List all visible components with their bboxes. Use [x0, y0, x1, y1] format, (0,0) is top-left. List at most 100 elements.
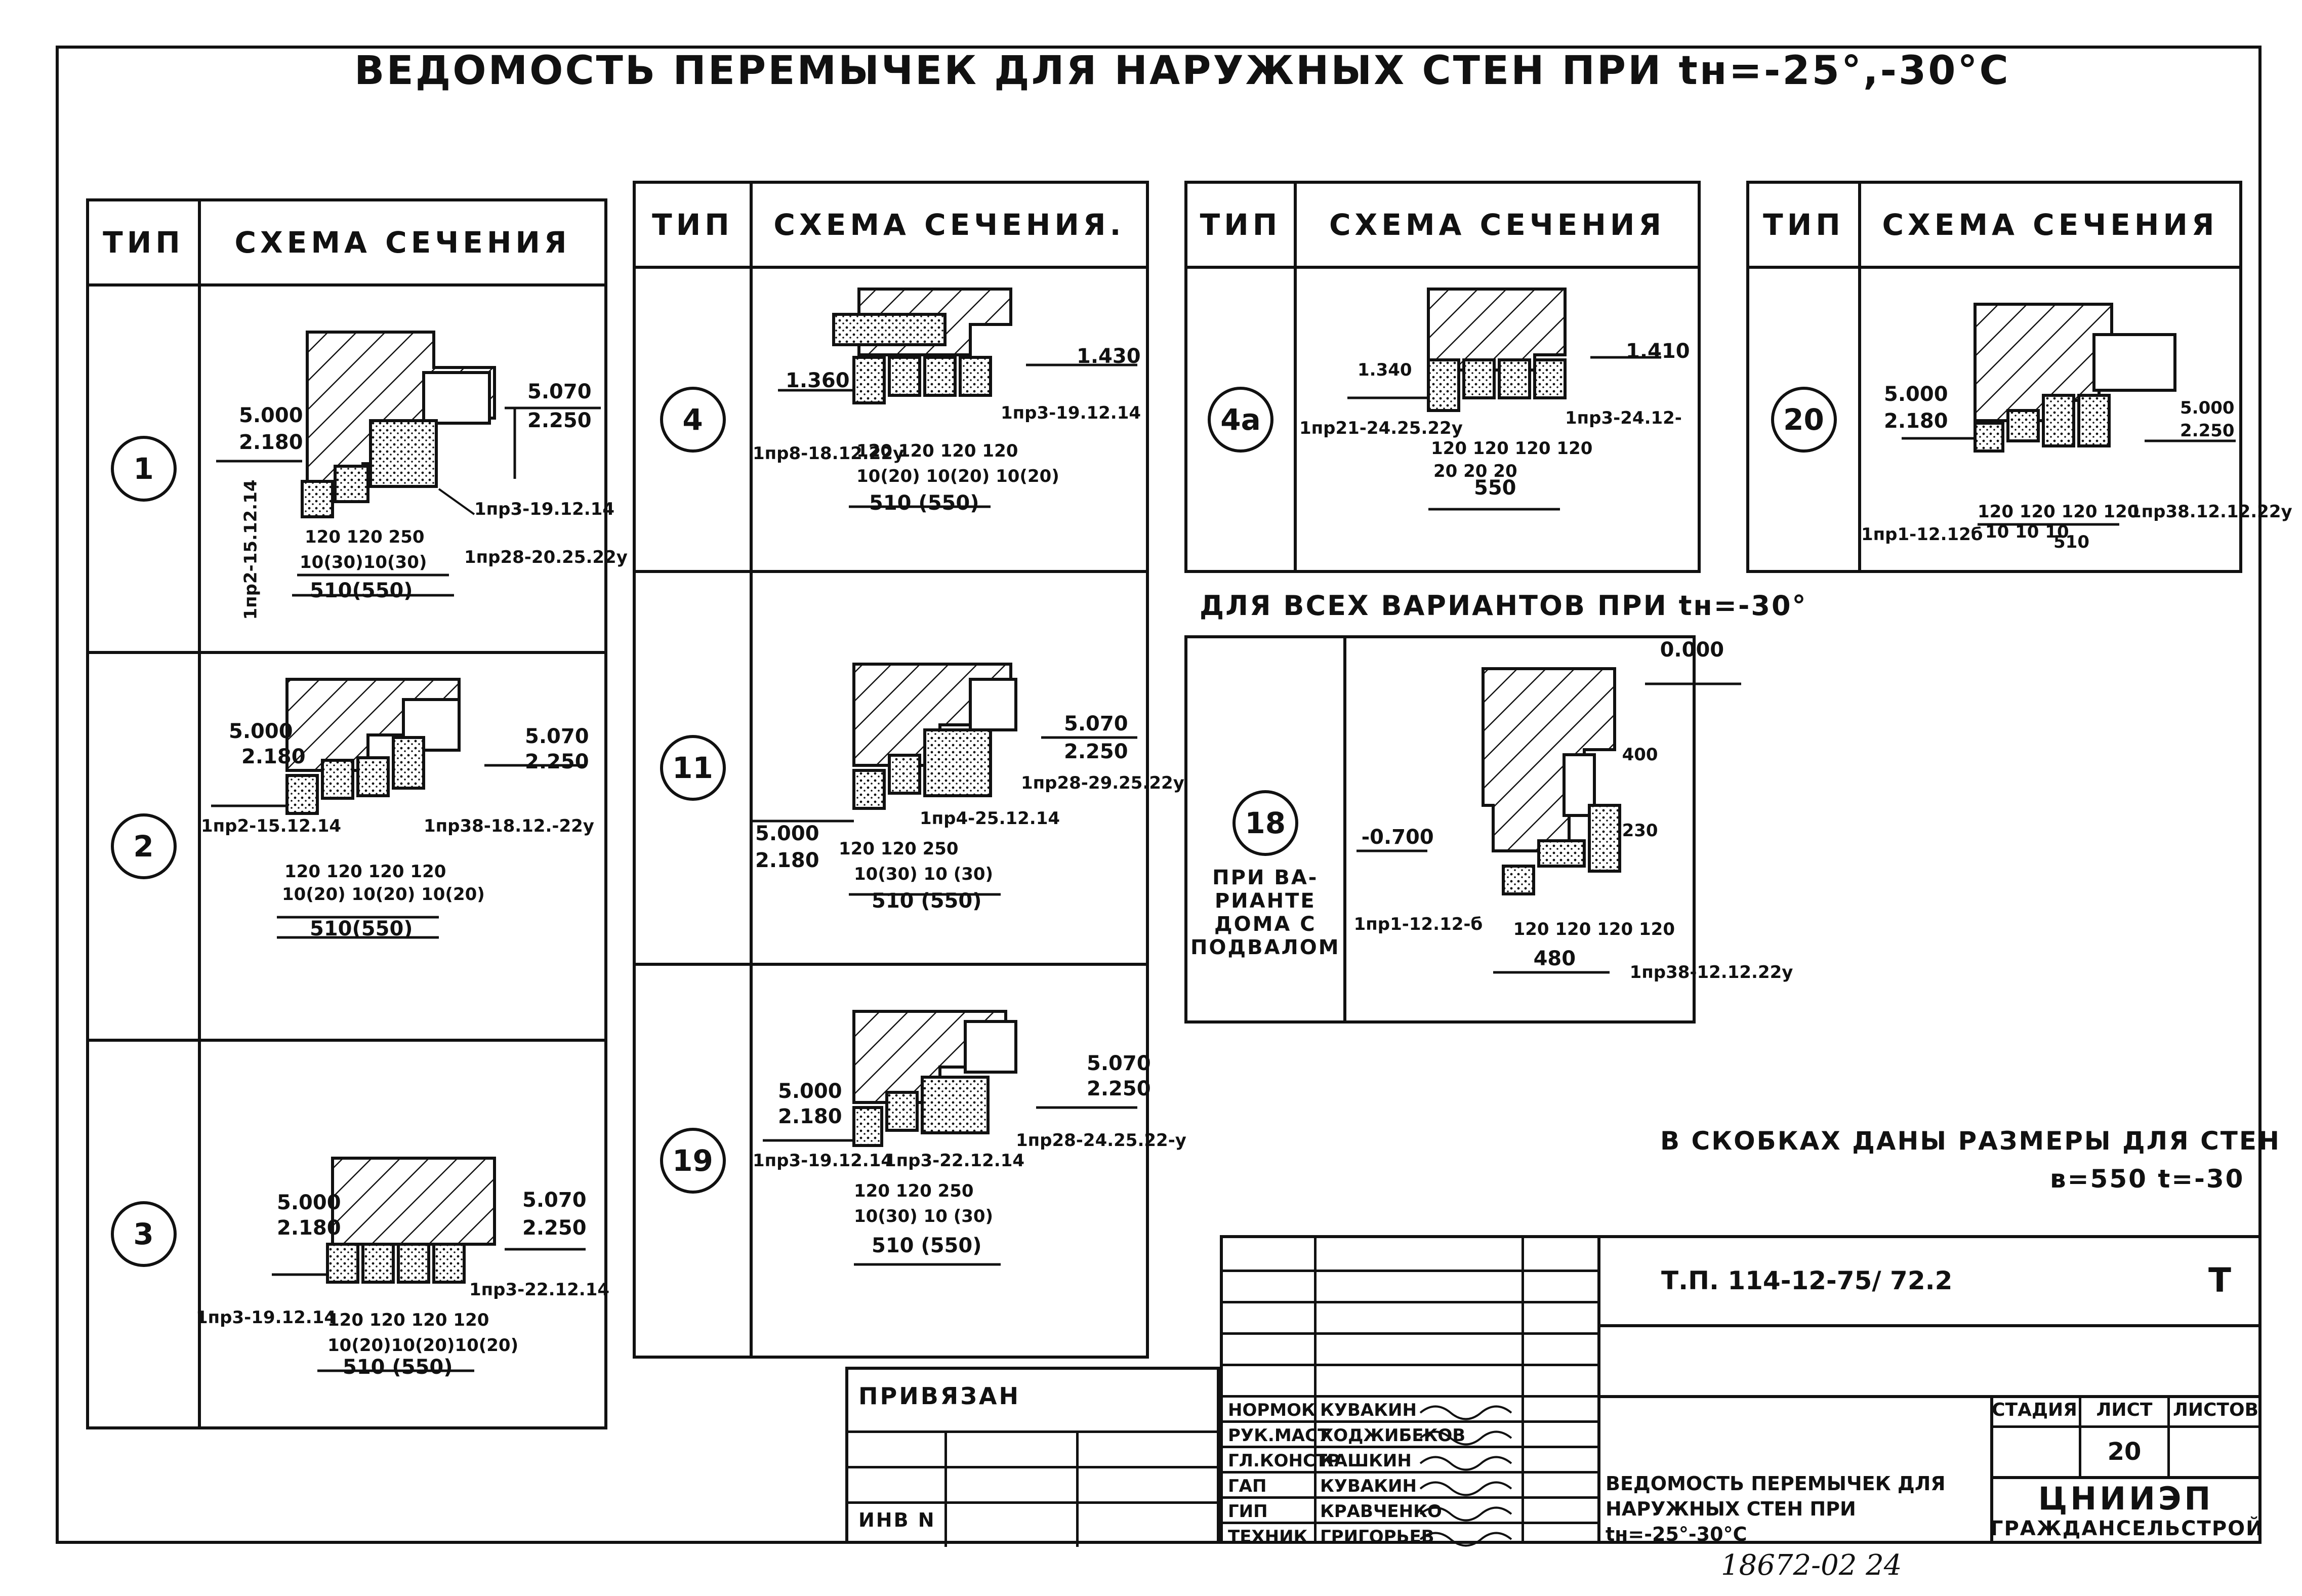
table-type-4a: ТИП СХЕМА СЕЧЕНИЯ 4а 1.340 1.410 1пр21-2…: [1184, 181, 1701, 573]
gaps: 10(20) 10(20) 10(20): [282, 884, 485, 905]
project-code: Т.П. 114-12-75/ 72.2: [1661, 1266, 1953, 1295]
level-top: 1.340: [1358, 360, 1412, 380]
mark-lintel-2: 1пр3-22.12.14: [884, 1151, 1025, 1171]
role-0: НОРМОК: [1228, 1400, 1316, 1420]
description-cell: ВЕДОМОСТЬ ПЕРЕМЫЧЕК ДЛЯ НАРУЖНЫХ СТЕН ПР…: [1600, 1395, 1993, 1545]
section-schema-4a: 1.340 1.410 1пр21-24.25.22у 1пр3-24.12- …: [1297, 269, 1698, 570]
level-right-top: 5.070: [527, 380, 592, 403]
org-subname: ГРАЖДАНСЕЛЬСТРОЙ: [1990, 1517, 2264, 1540]
mark-lintel-1: 1пр3-19.12.14: [753, 1151, 893, 1171]
sheet-label: ЛИСТ: [2081, 1395, 2170, 1428]
level-top: 5.000: [755, 822, 819, 845]
brackets-note: В СКОБКАХ ДАНЫ РАЗМЕРЫ ДЛЯ СТЕН: [1660, 1126, 2281, 1156]
gaps: 10(30)10(30): [300, 552, 427, 572]
type-badge-11: 11: [660, 735, 726, 801]
section-schema-3: 5.000 2.180 5.070 2.250 1пр3-19.12.14 1п…: [196, 1042, 609, 1426]
mark-lintel-2: 1пр3-19.12.14: [1001, 403, 1141, 423]
widths: 120 120 250: [305, 527, 425, 547]
sheet-number: 20: [2107, 1438, 2142, 1466]
level-bottom: 2.180: [778, 1105, 842, 1128]
total-width: 510 (550): [872, 1234, 982, 1257]
widths: 120 120 120 120: [1978, 502, 2140, 522]
level-top: 1.360: [786, 369, 850, 392]
sheet-description: ВЕДОМОСТЬ ПЕРЕМЫЧЕК ДЛЯ НАРУЖНЫХ СТЕН ПР…: [1606, 1472, 1946, 1545]
role-3: ГАП: [1228, 1476, 1267, 1496]
mark-lintel-1: 1пр3-19.12.14: [474, 499, 615, 519]
level-right-top: 5.070: [1087, 1052, 1151, 1075]
mark-lintel-1: 1пр1-12.12б: [1861, 524, 1983, 545]
level-top: 5.000: [229, 720, 293, 743]
gaps: 10(30) 10 (30): [854, 1206, 994, 1226]
table-type-18: 18 ПРИ ВА-РИАНТЕ ДОМА С ПОДВАЛОМ -0.700 …: [1184, 635, 1793, 1024]
name-2: КАШКИН: [1320, 1451, 1412, 1471]
name-1: ХОДЖИБЕКОВ: [1320, 1425, 1466, 1446]
widths: 120 120 120 120: [327, 1310, 489, 1330]
col-type-header: ТИП: [1746, 181, 1861, 269]
level-right-top: 5.070: [1064, 712, 1128, 735]
mark-lintel-2: 1пр28-29.25.22у: [1021, 773, 1184, 793]
level-top: 5.000: [277, 1191, 341, 1214]
widths: 120 120 120 120: [284, 862, 446, 882]
table-types-4-11-19: ТИП СХЕМА СЕЧЕНИЯ. 4 1.360 1.430 1пр3-19…: [633, 181, 1186, 1359]
mark-lintel-3: 1пр2-15.12.14: [240, 479, 261, 620]
total-width: 510(550): [310, 917, 413, 940]
dim-400: 400: [1622, 745, 1658, 765]
widths: 120 120 120 120: [1513, 919, 1675, 939]
level-right-top: 5.070: [522, 1189, 587, 1212]
organization-cell: ЦНИИЭП ГРАЖДАНСЕЛЬСТРОЙ: [1990, 1476, 2264, 1544]
level-right-bottom: 2.250: [527, 409, 592, 432]
total-width: 510: [2053, 532, 2089, 552]
mark-lintel-2: 1пр3-22.12.14: [469, 1280, 610, 1300]
mark-lintel-1: 1пр1-12.12-б: [1353, 914, 1483, 934]
mark-lintel-1: 1пр4-25.12.14: [920, 808, 1060, 829]
section-schema-18: -0.700 0.000 400 230 1пр1-12.12-б 1пр38-…: [1346, 638, 1793, 1020]
level-right-bottom: 2.250: [1087, 1077, 1151, 1100]
gaps: 10(20) 10(20) 10(20): [856, 466, 1059, 486]
level-right-bottom: 2.250: [2180, 421, 2235, 441]
col-type-header: ТИП: [633, 181, 753, 269]
mark-lintel-2: 1пр38.12.12.22у: [2129, 502, 2292, 522]
total-width: 510 (550): [343, 1356, 453, 1379]
total-width: 510 (550): [869, 492, 979, 515]
level-right-top: 5.070: [525, 725, 589, 748]
level-zero: 0.000: [1660, 638, 1724, 662]
gaps: 10 10 10: [1985, 522, 2069, 542]
section-schema-1: 5.000 2.180 5.070 2.250 1пр3-19.12.14 1п…: [201, 287, 628, 651]
mark-lintel-2: 1пр38-12.12.22у: [1629, 962, 1793, 983]
col-schema-header: СХЕМА СЕЧЕНИЯ.: [750, 181, 1149, 269]
section-schema-11: 5.000 2.180 5.070 2.250 1пр4-25.12.14 1п…: [753, 573, 1184, 963]
names-column: КУВАКИН ХОДЖИБЕКОВ КАШКИН КУВАКИН КРАВЧЕ…: [1320, 1398, 1465, 1549]
level-right-top: 1.430: [1077, 345, 1141, 368]
name-4: КРАВЧЕНКО: [1320, 1501, 1442, 1522]
inventory-label: ИНВ N: [858, 1509, 936, 1531]
widths: 120 120 120 120: [1431, 438, 1593, 459]
col-type-header: ТИП: [86, 198, 201, 287]
table-types-1-2-3: ТИП СХЕМА СЕЧЕНИЯ 1 5.000 2.180 5.070 2.…: [86, 198, 628, 1429]
mark-lintel-1: 1пр8-18.12.22у: [753, 443, 905, 464]
level-right-top: 1.410: [1626, 340, 1690, 363]
binding-block: ПРИВЯЗАН ИНВ N: [845, 1367, 1220, 1547]
col-schema-header: СХЕМА СЕЧЕНИЯ: [198, 198, 607, 287]
total-width: 510(550): [310, 579, 413, 602]
widths: 120 120 120 120: [856, 441, 1018, 461]
binding-label: ПРИВЯЗАН: [858, 1382, 1020, 1410]
signatures: [1419, 1405, 1512, 1547]
col-schema-header: СХЕМА СЕЧЕНИЯ: [1294, 181, 1701, 269]
role-1: РУК.МАСТ: [1228, 1425, 1330, 1446]
dim-230: 230: [1622, 821, 1658, 841]
mark-lintel-1: 1пр21-24.25.22у: [1299, 418, 1463, 438]
col-type-header: ТИП: [1184, 181, 1297, 269]
level-right-bottom: 2.250: [525, 750, 589, 773]
level-bottom: 2.180: [1884, 410, 1948, 433]
section-schema-2: 5.000 2.180 5.070 2.250 1пр2-15.12.14 1п…: [201, 654, 604, 1039]
section-schema-19: 5.000 2.180 5.070 2.250 1пр3-19.12.14 1п…: [753, 966, 1186, 1356]
name-0: КУВАКИН: [1320, 1400, 1417, 1420]
type-badge-20: 20: [1771, 386, 1837, 453]
level-right-bottom: 2.250: [1064, 740, 1128, 763]
role-4: ГИП: [1228, 1501, 1268, 1522]
type-badge-18: 18: [1232, 790, 1298, 856]
signature-grid: [1223, 1238, 1600, 1544]
name-3: КУВАКИН: [1320, 1476, 1417, 1496]
type-badge-1: 1: [110, 436, 177, 502]
total-width: 510 (550): [872, 889, 982, 913]
